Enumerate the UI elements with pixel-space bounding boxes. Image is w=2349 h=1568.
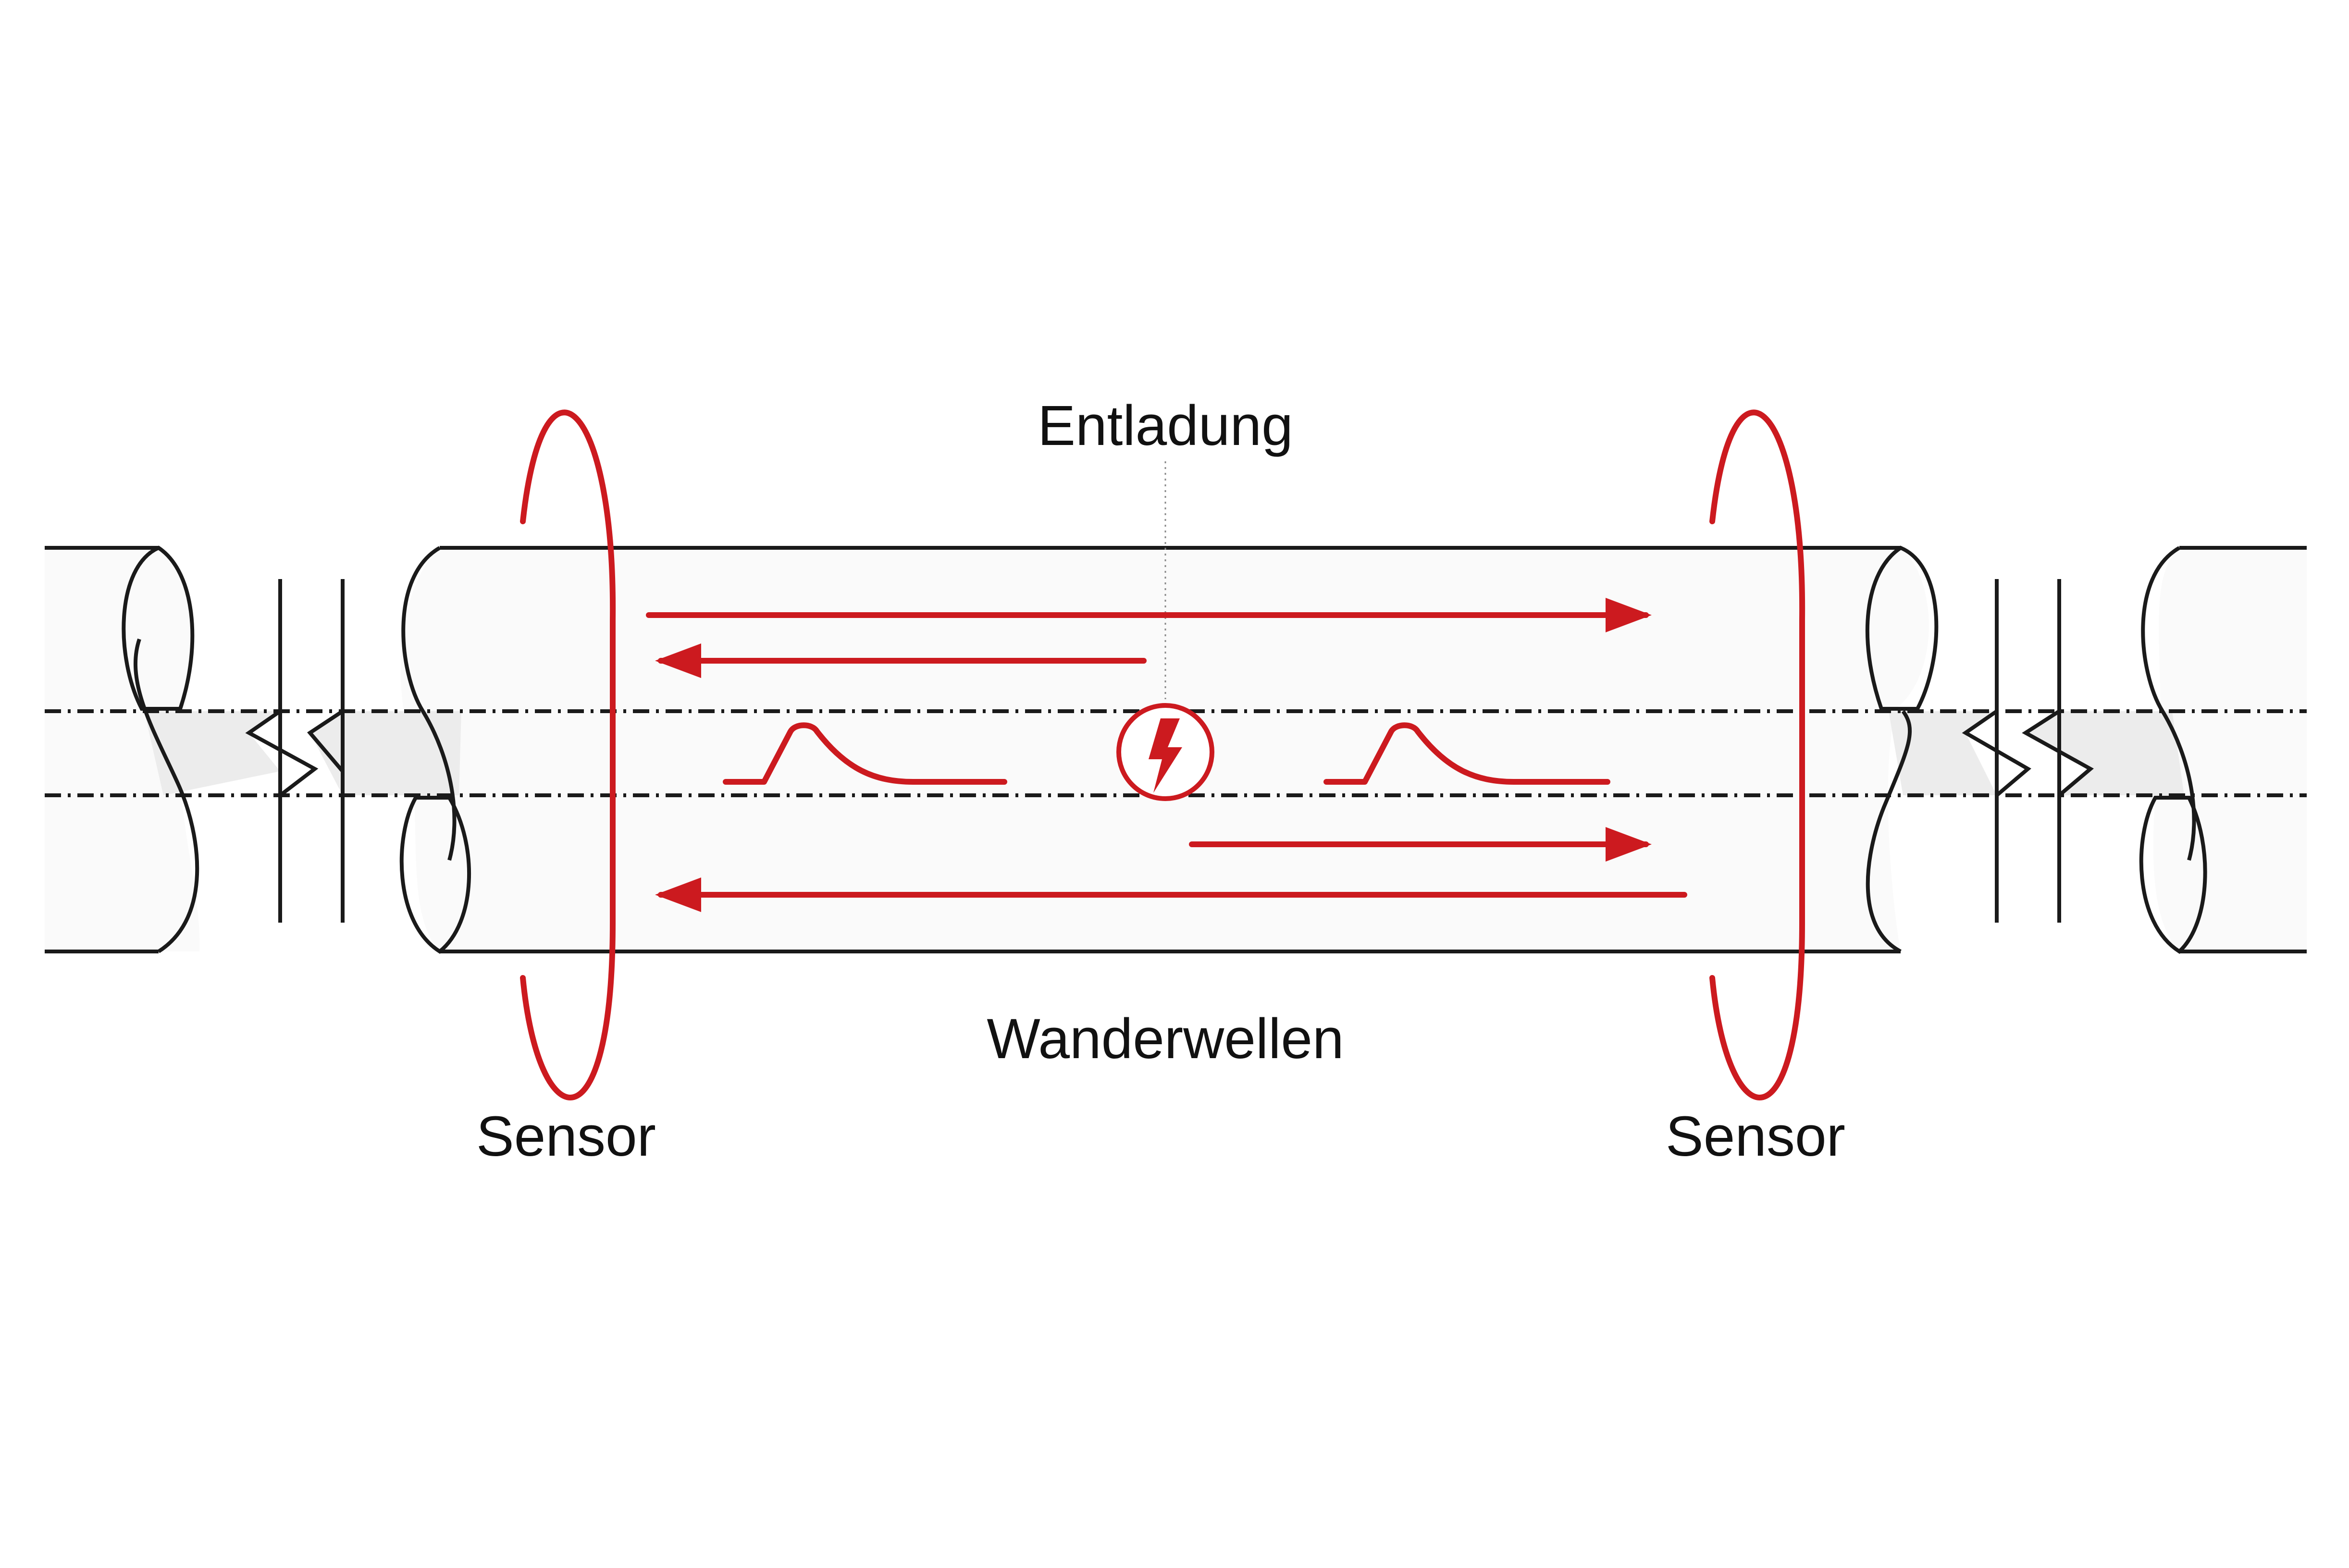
main-cable-right-cut-curve	[1866, 710, 1912, 953]
main-cable-left-core	[310, 711, 461, 795]
wave-arrows	[646, 598, 1687, 912]
pulse-waveform-left	[723, 722, 1007, 785]
right-cable-stub	[2022, 546, 2307, 954]
sensor-label-right: Sensor	[1666, 1105, 1845, 1168]
left-stub-core	[144, 711, 280, 795]
right-stub-core	[2026, 711, 2184, 795]
left-cable-stub	[45, 545, 319, 953]
sensor-ring-right	[1709, 409, 1805, 1100]
sensor-ring-right-upper-arc	[1709, 409, 1805, 1100]
lightning-bolt-icon	[1116, 703, 1214, 801]
left-stub-cut-face	[122, 545, 195, 711]
main-cable-left-cut-face	[399, 796, 471, 954]
sensor-ring-left-upper-arc	[520, 409, 616, 1100]
pulse-waveform-right	[1323, 722, 1610, 785]
discharge-label: Entladung	[1038, 394, 1293, 457]
discharge-bolt	[1149, 718, 1182, 793]
main-cable-left-cut-curve	[401, 546, 457, 861]
sensor-label-left: Sensor	[476, 1105, 656, 1168]
left-stub-cut-curve	[134, 638, 199, 953]
left-stub-body	[45, 548, 200, 951]
right-stub-cut-face	[2139, 796, 2207, 954]
sensor-ring-left	[520, 409, 616, 1100]
right-stub-cut-curve	[2141, 546, 2196, 861]
main-cable-right-cut-face	[1865, 545, 1939, 711]
main-cable-right-core	[1889, 711, 1997, 795]
traveling-waves-label: Wanderwellen	[987, 1007, 1344, 1071]
